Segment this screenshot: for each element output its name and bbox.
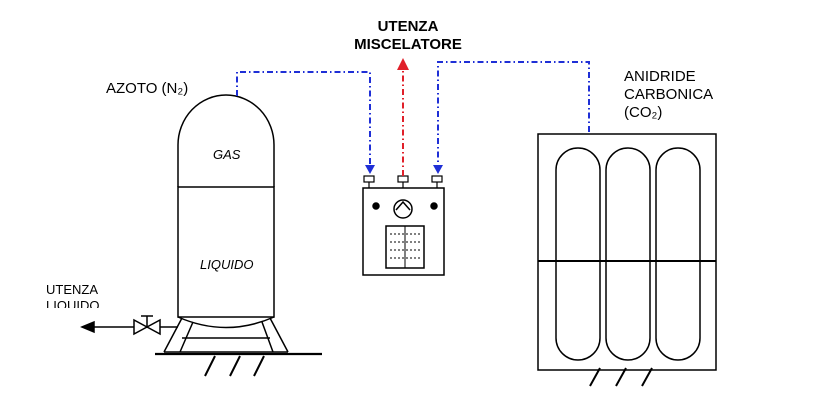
gas-label: GAS bbox=[213, 147, 241, 162]
nitrogen-tank bbox=[155, 94, 322, 377]
utenza-liquido-line1: UTENZA bbox=[46, 282, 98, 297]
anidride-line2: CARBONICA bbox=[624, 86, 714, 103]
anidride-line1: ANIDRIDE bbox=[624, 68, 696, 85]
mixer-valve-left bbox=[363, 175, 375, 188]
co2-line bbox=[437, 61, 590, 168]
mixed-output-arrow bbox=[397, 58, 409, 70]
liquido-label: LIQUIDO bbox=[200, 257, 254, 272]
utenza-miscelatore-line1: UTENZA bbox=[377, 18, 439, 35]
utenza-miscelatore-label: UTENZA MISCELATORE bbox=[344, 18, 472, 54]
utenza-liquido-label: UTENZA LIQUIDO bbox=[46, 282, 99, 308]
tank-dome bbox=[177, 94, 275, 187]
nitrogen-line bbox=[236, 71, 371, 168]
pressure-gauge-icon bbox=[393, 199, 413, 219]
tank-body bbox=[177, 186, 275, 318]
utenza-liquido-line2: LIQUIDO bbox=[46, 298, 100, 308]
co2-cylinder-rack bbox=[537, 133, 717, 387]
azoto-label: AZOTO (N₂) bbox=[106, 80, 189, 97]
liquid-outlet bbox=[80, 315, 178, 336]
co2-line-arrow bbox=[433, 165, 443, 174]
mixer-valve-center bbox=[397, 175, 409, 188]
anidride-line3: (CO₂) bbox=[624, 104, 663, 121]
anidride-carbonica-label: ANIDRIDE CARBONICA (CO₂) bbox=[624, 68, 713, 126]
tank-bottom bbox=[177, 316, 275, 329]
nitrogen-line-arrow bbox=[365, 165, 375, 174]
co2-cylinder-3 bbox=[655, 147, 701, 361]
rack-frame bbox=[537, 133, 717, 371]
co2-cylinder-1 bbox=[555, 147, 601, 361]
mixer-body bbox=[362, 187, 445, 276]
utenza-miscelatore-line2: MISCELATORE bbox=[354, 36, 462, 53]
rack-hatch bbox=[589, 367, 653, 387]
mixer-dot-left bbox=[372, 202, 380, 210]
ground-hatch bbox=[204, 355, 265, 377]
mixer-valve-right bbox=[431, 175, 443, 188]
outlet-arrow bbox=[80, 320, 95, 334]
co2-cylinder-2 bbox=[605, 147, 651, 361]
mixer-unit bbox=[362, 175, 445, 276]
mixer-dot-right bbox=[430, 202, 438, 210]
tank-legs bbox=[163, 317, 289, 353]
